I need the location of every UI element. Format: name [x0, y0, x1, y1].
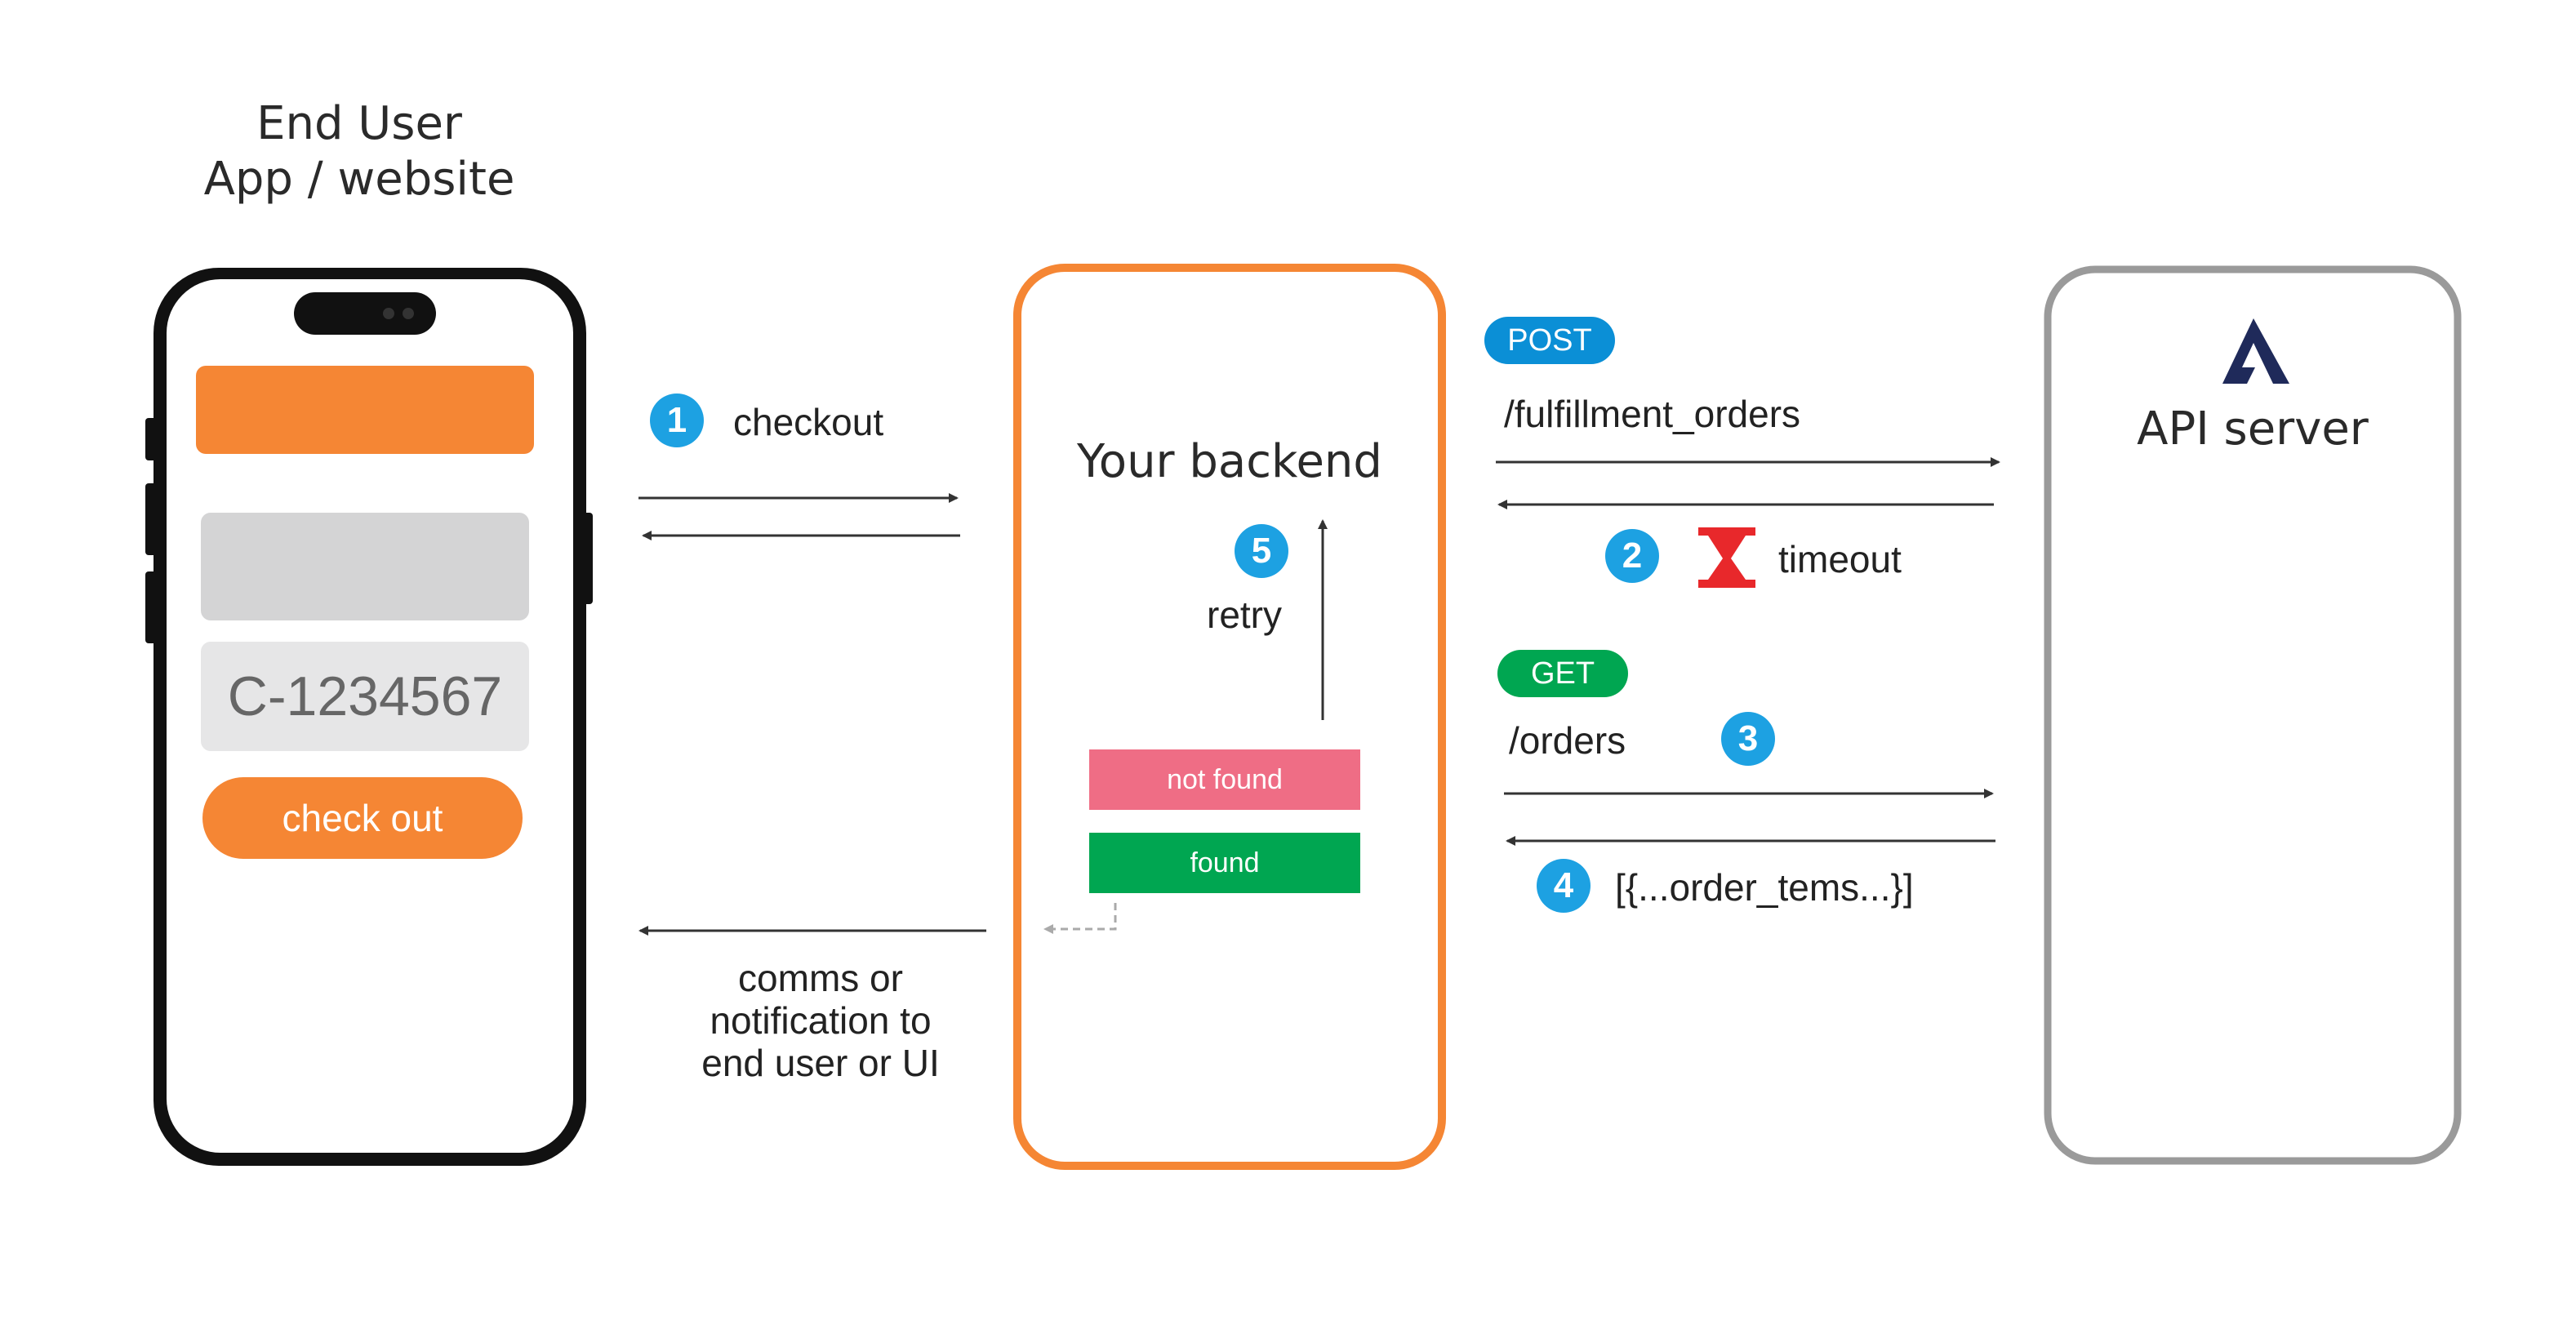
checkout-label: checkout: [733, 401, 884, 443]
a-logo-icon: [2222, 318, 2289, 384]
notification-label-line3: end user or UI: [701, 1042, 940, 1084]
notification-label-line2: notification to: [710, 999, 932, 1042]
hourglass-icon: [1698, 527, 1755, 588]
phone-camera-dot-1: [383, 308, 394, 319]
step-number-3: 3: [1721, 712, 1775, 766]
order-id-value: C-1234567: [227, 665, 503, 727]
step-number-4: 4: [1537, 859, 1591, 913]
post-method-badge: POST: [1484, 317, 1615, 364]
get-path-label: /orders: [1509, 719, 1626, 762]
get-method-badge: GET: [1497, 650, 1628, 697]
notification-label-line1: comms or: [738, 957, 903, 999]
api-server-title: API server: [2137, 402, 2369, 456]
phone-placeholder-block: [201, 513, 529, 620]
end-user-title: End User App / website: [147, 96, 572, 207]
response-label: [{...order_tems...}]: [1615, 866, 1914, 909]
order-id-field[interactable]: C-1234567: [201, 642, 529, 751]
step-number-2: 2: [1605, 529, 1659, 583]
check-out-button-label: check out: [282, 797, 443, 839]
backend-title: Your backend: [1077, 435, 1382, 488]
timeout-label: timeout: [1778, 538, 1902, 580]
step-number-1: 1: [650, 393, 704, 447]
found-bar: found: [1089, 833, 1360, 893]
end-user-title-line2: App / website: [203, 153, 515, 206]
not-found-bar: not found: [1089, 749, 1360, 810]
notification-label: comms or notification to end user or UI: [670, 957, 972, 1084]
phone-camera-dot-2: [403, 308, 414, 319]
backend-frame: [1013, 264, 1446, 1170]
retry-label: retry: [1207, 594, 1282, 636]
phone-header-bar: [196, 366, 534, 454]
post-path-label: /fulfillment_orders: [1504, 393, 1801, 435]
found-dashed-connector: [1043, 903, 1117, 934]
check-out-button[interactable]: check out: [202, 777, 523, 859]
api-server-frame: [2044, 265, 2462, 1165]
step-number-5: 5: [1235, 524, 1288, 578]
end-user-title-line1: End User: [256, 97, 462, 150]
phone-notch: [294, 292, 436, 335]
